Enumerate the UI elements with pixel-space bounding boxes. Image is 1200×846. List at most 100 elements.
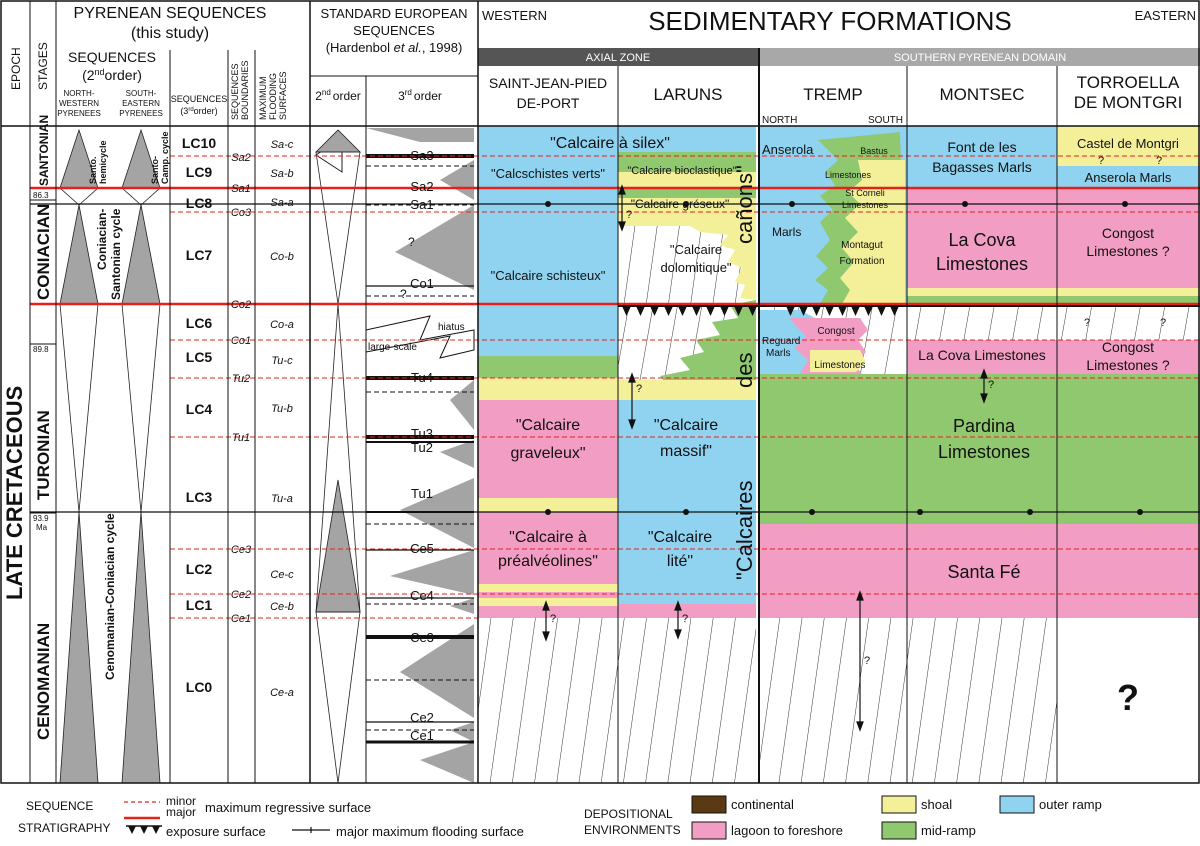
std-title-1: STANDARD EUROPEAN <box>320 6 467 21</box>
mfs-dot <box>917 509 923 515</box>
european-sequence-label: Tu3 <box>411 426 433 441</box>
label-la-cova-1: La Cova <box>948 230 1016 250</box>
se-triangle-cen-con <box>121 511 161 784</box>
nw-header-3: PYRENEES <box>57 109 101 118</box>
legend-major: major <box>166 805 196 819</box>
fill-laruns-mid-wedge <box>640 300 756 392</box>
label-st-corneli-1: St Corneli <box>845 188 885 198</box>
mfs-label: Sa-a <box>270 197 293 209</box>
european-sequence-label: Sa3 <box>410 148 433 163</box>
label-santa-fe: Santa Fé <box>947 562 1020 582</box>
european-dashed <box>366 165 474 731</box>
exposure-tooth <box>636 306 645 316</box>
seq3-header-1: SEQUENCES <box>171 94 228 104</box>
boundary-label: Ce3 <box>231 544 252 556</box>
label-massif-2: massif" <box>660 443 712 460</box>
exposure-tooth <box>825 306 834 316</box>
fill-montsec-outer-top <box>907 126 1057 188</box>
mfs-dot <box>1137 509 1143 515</box>
boundary-label: Sa2 <box>231 152 251 164</box>
fill-montsec-lagoon-lc5 <box>907 340 1057 374</box>
q-laruns-low: ? <box>682 613 688 625</box>
european-sequence-label: Ce1 <box>410 728 434 743</box>
label-big-question: ? <box>1117 677 1139 718</box>
minor-mrs-lines <box>170 155 1200 619</box>
label-dolo-2: dolomitique" <box>660 260 731 275</box>
fill-montsec-lagoon-ce <box>907 524 1057 618</box>
nw-outline-top <box>58 187 100 206</box>
exposure-tooth <box>890 306 899 316</box>
fill-tremp-shoal-wedge <box>840 160 905 304</box>
sequence-label: LC3 <box>186 489 213 505</box>
cycle-cen-con: Cenomanian-Coniacian cycle <box>103 513 117 680</box>
legend-exposure-icon <box>126 825 162 834</box>
label-massif-1: "Calcaire <box>654 417 718 434</box>
age-93-9: 93.9 <box>33 514 49 523</box>
large-scale-label: large-scale <box>368 342 417 353</box>
boundary-label: Co2 <box>231 299 251 311</box>
boundary-label: Ce1 <box>231 613 251 625</box>
mfs-dot <box>683 201 689 207</box>
laruns-header: LARUNS <box>654 85 723 104</box>
mfs-label: Tu-b <box>271 403 293 415</box>
european-2nd-order <box>315 129 361 784</box>
boundaries-header: SEQUENCESBOUNDARIES <box>230 60 250 120</box>
mfs-dot <box>1122 201 1128 207</box>
arrowhead <box>674 600 682 611</box>
fill-sjpp-shoal-ce1 <box>478 584 618 592</box>
label-montagut-1: Montagut <box>841 240 883 251</box>
exposure-tooth <box>622 306 631 316</box>
sjpp-header-1: SAINT-JEAN-PIED <box>489 75 607 91</box>
label-congost-q-3: Congost <box>1102 339 1154 355</box>
mfs-dot <box>545 201 551 207</box>
exposure-tooth <box>748 306 757 316</box>
label-pardina-1: Pardina <box>953 416 1016 436</box>
fill-sjpp-mid-lc5 <box>478 356 618 378</box>
q-tremp-low: ? <box>864 655 870 667</box>
eu3-wedge-7 <box>390 550 474 595</box>
major-mfs-lines <box>30 203 1200 513</box>
mfs-dots <box>545 201 1143 515</box>
cycle-santo-camp: Santo-Camp. cycle <box>150 131 170 184</box>
legend-swatch-outer <box>999 795 1035 814</box>
mfs-dot <box>1027 509 1033 515</box>
european-sequence-label: Tu1 <box>411 486 433 501</box>
fill-tremp-mid-tu <box>759 374 907 524</box>
hiatus-label: hiatus <box>438 322 465 333</box>
fill-laruns-mid-top <box>618 152 756 172</box>
legend-swatch-mid <box>881 821 917 840</box>
label-anserola: Anserola <box>762 142 814 157</box>
exposure-teeth <box>622 306 899 316</box>
axial-zone-label: AXIAL ZONE <box>586 52 650 64</box>
exposure-tooth <box>864 306 873 316</box>
southern-domain-label: SOUTHERN PYRENEAN DOMAIN <box>894 52 1066 64</box>
legend-swatch-lagoon <box>691 821 727 840</box>
label-font-bagasses-1: Font de les <box>947 139 1016 155</box>
legend-minor: minor <box>166 794 196 808</box>
label-st-corneli-2: Limestones <box>842 200 889 210</box>
mfs-dot <box>962 201 968 207</box>
seq2-title: SEQUENCES <box>68 49 156 65</box>
legend: SEQUENCE STRATIGRAPHY minor major maximu… <box>18 794 1102 840</box>
legend-mid: mid-ramp <box>921 823 976 838</box>
eu3-wedge-10 <box>450 722 474 742</box>
exposure-tooth <box>851 306 860 316</box>
fill-laruns-mid-co <box>618 188 756 198</box>
stage-turonian: TURONIAN <box>34 410 53 500</box>
label-lite-1: "Calcaire <box>648 529 712 546</box>
sequence-label: LC9 <box>186 164 213 180</box>
label-congost-2: Limestones <box>814 360 865 371</box>
nw-triangle-cen-con <box>59 511 99 784</box>
fill-laruns-shoal-tu <box>618 380 756 400</box>
fill-tremp-shoal-lc6 <box>810 350 866 372</box>
label-graveleux-1: "Calcaire <box>516 417 580 434</box>
eu3-wedge-8 <box>450 598 474 614</box>
q-sjpp: ? <box>550 613 556 625</box>
exposure-tooth <box>786 306 795 316</box>
label-calcaire-silex: "Calcaire à silex" <box>550 135 670 152</box>
seq2-title-b: (2ndorder) <box>82 67 142 83</box>
legend-mrs: maximum regressive surface <box>205 800 371 815</box>
mfs-label: Tu-a <box>271 493 293 505</box>
eu3-wedge-11 <box>420 742 474 783</box>
